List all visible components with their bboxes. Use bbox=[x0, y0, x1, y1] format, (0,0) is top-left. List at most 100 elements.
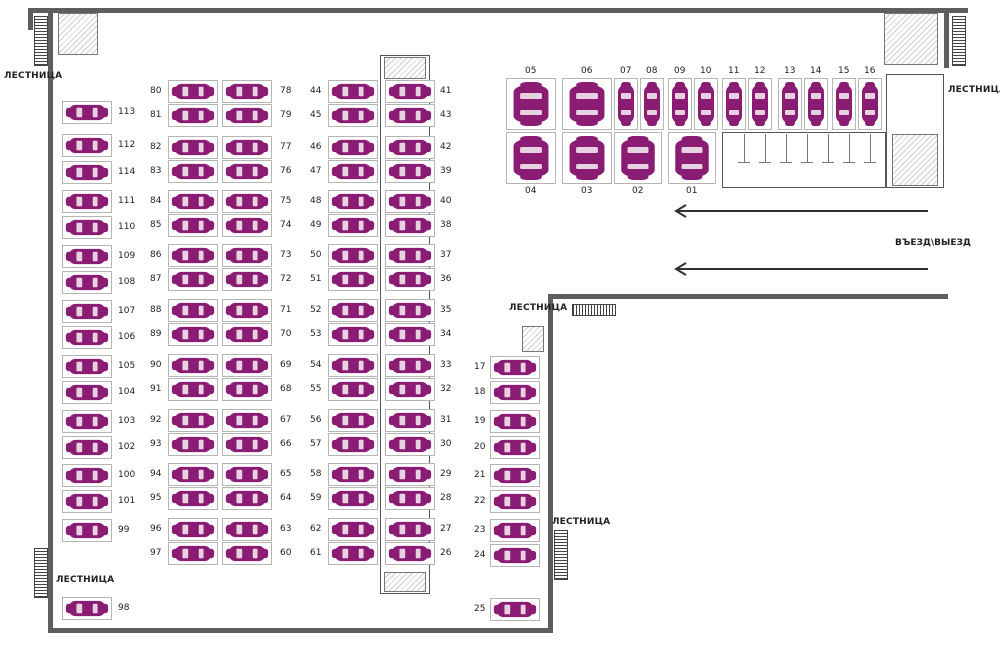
parking-spot[interactable] bbox=[328, 378, 378, 401]
parking-spot[interactable] bbox=[168, 268, 218, 291]
parking-spot[interactable] bbox=[748, 78, 772, 130]
parking-spot[interactable] bbox=[168, 378, 218, 401]
parking-spot[interactable] bbox=[614, 132, 662, 184]
parking-spot[interactable] bbox=[328, 244, 378, 267]
parking-spot[interactable] bbox=[668, 132, 716, 184]
parking-spot[interactable] bbox=[722, 78, 746, 130]
parking-spot[interactable] bbox=[385, 299, 435, 322]
parking-spot[interactable] bbox=[168, 104, 218, 127]
parking-spot[interactable] bbox=[385, 409, 435, 432]
parking-spot[interactable] bbox=[668, 78, 692, 130]
parking-spot[interactable] bbox=[62, 410, 112, 433]
parking-spot[interactable] bbox=[168, 190, 218, 213]
parking-spot[interactable] bbox=[385, 214, 435, 237]
parking-spot[interactable] bbox=[222, 299, 272, 322]
parking-spot[interactable] bbox=[490, 436, 540, 459]
parking-spot[interactable] bbox=[385, 323, 435, 346]
parking-spot[interactable] bbox=[328, 433, 378, 456]
parking-spot[interactable] bbox=[328, 487, 378, 510]
parking-spot[interactable] bbox=[694, 78, 718, 130]
parking-spot[interactable] bbox=[490, 490, 540, 513]
parking-spot[interactable] bbox=[222, 244, 272, 267]
parking-spot[interactable] bbox=[62, 134, 112, 157]
parking-spot[interactable] bbox=[222, 80, 272, 103]
parking-spot[interactable] bbox=[490, 544, 540, 567]
parking-spot[interactable] bbox=[490, 464, 540, 487]
parking-spot[interactable] bbox=[385, 433, 435, 456]
parking-spot[interactable] bbox=[328, 542, 378, 565]
parking-spot[interactable] bbox=[62, 381, 112, 404]
parking-spot[interactable] bbox=[168, 80, 218, 103]
parking-spot[interactable] bbox=[168, 542, 218, 565]
parking-spot[interactable] bbox=[328, 409, 378, 432]
parking-spot[interactable] bbox=[328, 160, 378, 183]
parking-spot[interactable] bbox=[328, 104, 378, 127]
parking-spot[interactable] bbox=[640, 78, 664, 130]
parking-spot[interactable] bbox=[490, 356, 540, 379]
parking-spot[interactable] bbox=[168, 323, 218, 346]
parking-spot[interactable] bbox=[562, 78, 612, 130]
parking-spot[interactable] bbox=[168, 433, 218, 456]
parking-spot[interactable] bbox=[168, 136, 218, 159]
parking-spot[interactable] bbox=[62, 490, 112, 513]
parking-spot[interactable] bbox=[385, 463, 435, 486]
parking-spot[interactable] bbox=[328, 136, 378, 159]
parking-spot[interactable] bbox=[385, 244, 435, 267]
parking-spot[interactable] bbox=[222, 104, 272, 127]
parking-spot[interactable] bbox=[490, 519, 540, 542]
parking-spot[interactable] bbox=[168, 518, 218, 541]
parking-spot[interactable] bbox=[562, 132, 612, 184]
parking-spot[interactable] bbox=[168, 160, 218, 183]
parking-spot[interactable] bbox=[328, 354, 378, 377]
parking-spot[interactable] bbox=[328, 214, 378, 237]
parking-spot[interactable] bbox=[168, 214, 218, 237]
parking-spot[interactable] bbox=[832, 78, 856, 130]
parking-spot[interactable] bbox=[385, 542, 435, 565]
parking-spot[interactable] bbox=[222, 190, 272, 213]
parking-spot[interactable] bbox=[62, 216, 112, 239]
parking-spot[interactable] bbox=[385, 487, 435, 510]
parking-spot[interactable] bbox=[385, 378, 435, 401]
parking-spot[interactable] bbox=[506, 132, 556, 184]
parking-spot[interactable] bbox=[385, 160, 435, 183]
parking-spot[interactable] bbox=[168, 463, 218, 486]
parking-spot[interactable] bbox=[385, 268, 435, 291]
parking-spot[interactable] bbox=[804, 78, 828, 130]
parking-spot[interactable] bbox=[222, 323, 272, 346]
parking-spot[interactable] bbox=[168, 409, 218, 432]
parking-spot[interactable] bbox=[62, 190, 112, 213]
parking-spot[interactable] bbox=[62, 161, 112, 184]
parking-spot[interactable] bbox=[858, 78, 882, 130]
parking-spot[interactable] bbox=[222, 433, 272, 456]
parking-spot[interactable] bbox=[328, 190, 378, 213]
parking-spot[interactable] bbox=[385, 354, 435, 377]
parking-spot[interactable] bbox=[168, 354, 218, 377]
parking-spot[interactable] bbox=[222, 409, 272, 432]
parking-spot[interactable] bbox=[328, 80, 378, 103]
parking-spot[interactable] bbox=[222, 214, 272, 237]
parking-spot[interactable] bbox=[328, 299, 378, 322]
parking-spot[interactable] bbox=[222, 463, 272, 486]
parking-spot[interactable] bbox=[328, 518, 378, 541]
parking-spot[interactable] bbox=[385, 190, 435, 213]
parking-spot[interactable] bbox=[614, 78, 638, 130]
parking-spot[interactable] bbox=[62, 519, 112, 542]
parking-spot[interactable] bbox=[62, 300, 112, 323]
parking-spot[interactable] bbox=[385, 104, 435, 127]
parking-spot[interactable] bbox=[62, 326, 112, 349]
parking-spot[interactable] bbox=[490, 598, 540, 621]
parking-spot[interactable] bbox=[222, 542, 272, 565]
parking-spot[interactable] bbox=[328, 323, 378, 346]
parking-spot[interactable] bbox=[222, 136, 272, 159]
parking-spot[interactable] bbox=[328, 268, 378, 291]
parking-spot[interactable] bbox=[222, 268, 272, 291]
parking-spot[interactable] bbox=[168, 244, 218, 267]
parking-spot[interactable] bbox=[62, 101, 112, 124]
parking-spot[interactable] bbox=[328, 463, 378, 486]
parking-spot[interactable] bbox=[62, 597, 112, 620]
parking-spot[interactable] bbox=[222, 378, 272, 401]
parking-spot[interactable] bbox=[62, 355, 112, 378]
parking-spot[interactable] bbox=[385, 80, 435, 103]
parking-spot[interactable] bbox=[506, 78, 556, 130]
parking-spot[interactable] bbox=[222, 354, 272, 377]
